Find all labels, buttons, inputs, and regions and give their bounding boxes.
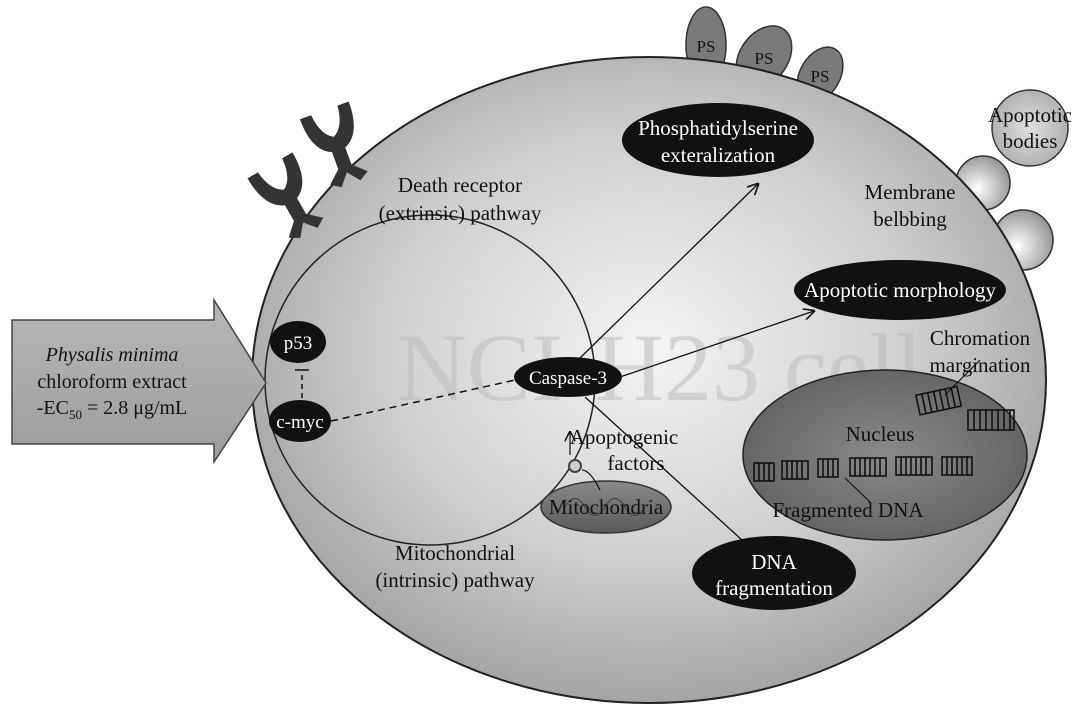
ps-label-1: PS	[697, 37, 716, 56]
arrow-to-dna-frag	[584, 396, 754, 551]
chromatin-dna-icon	[914, 385, 1015, 431]
apoptotic-bodies-line2: bodies	[1003, 129, 1058, 153]
mitochondrial-label-2: (intrinsic) pathway	[375, 568, 535, 592]
apoptogenic-factor-icon	[568, 459, 582, 473]
treatment-arrow-box: Physalis minima chloroform extract -EC50…	[11, 297, 267, 465]
ps-label-3: PS	[811, 67, 830, 86]
treatment-ec50: -EC50 = 2.8 μg/mL	[37, 397, 188, 422]
apoptogenic-label-2: factors	[607, 451, 664, 475]
arrow-to-morphology	[619, 311, 814, 378]
ps-label-2: PS	[755, 49, 774, 68]
membrane-label-1: Membrane	[865, 180, 956, 204]
nucleus: Nucleus	[742, 369, 1028, 541]
ps-ext-line2: exteralization	[661, 143, 776, 167]
arrow-to-ps-ext	[579, 184, 758, 359]
apoptotic-morphology-node: Apoptotic morphology	[794, 260, 1006, 320]
death-receptor-2-icon	[299, 101, 368, 188]
death-receptor-label-2: (extrinsic) pathway	[379, 201, 542, 225]
cmyc-caspase-link	[330, 377, 525, 422]
dna-frag-line2: fragmentation	[715, 576, 833, 600]
nucleus-label: Nucleus	[846, 422, 915, 446]
fragmented-dna-pointer	[844, 477, 871, 503]
caspase3-label: Caspase-3	[529, 368, 607, 389]
apoptogenic-label-1: Apoptogenic	[570, 425, 678, 449]
p53-label: p53	[284, 333, 313, 354]
death-receptor-1-icon	[247, 152, 324, 238]
ps-ext-line1: Phosphatidylserine	[638, 116, 798, 140]
fragmented-dna-label: Fragmented DNA	[772, 498, 924, 522]
ps-externalization-node: Phosphatidylserine exteralization	[622, 103, 814, 177]
apoptotic-bodies: Apoptotic bodies	[988, 89, 1072, 167]
p53-node: p53	[270, 321, 326, 363]
apoptotic-bodies-line1: Apoptotic	[988, 103, 1072, 127]
chromation-label-2: margination	[929, 353, 1031, 377]
treatment-name: Physalis minima	[45, 344, 179, 366]
dna-fragmentation-node: DNA fragmentation	[692, 536, 856, 610]
mitochondrial-label-1: Mitochondrial	[395, 541, 515, 565]
apoptotic-morphology-label: Apoptotic morphology	[804, 278, 996, 302]
treatment-extract: chloroform extract	[37, 371, 187, 393]
cmyc-label: c-myc	[276, 412, 323, 433]
apoptogenic-release-curve	[581, 469, 601, 491]
fragmented-dna-icon	[753, 456, 973, 482]
mitochondria-label: Mitochondria	[549, 495, 664, 519]
caspase3-node: Caspase-3	[514, 357, 622, 397]
chromation-label-1: Chromation	[930, 326, 1031, 350]
death-receptor-label-1: Death receptor	[398, 173, 522, 197]
ps-marker-3: PS	[796, 46, 844, 104]
cmyc-node: c-myc	[269, 400, 331, 442]
dna-frag-line1: DNA	[751, 550, 797, 574]
chromation-pointer	[944, 359, 981, 396]
mitochondria: Mitochondria	[540, 480, 672, 534]
membrane-label-2: belbbing	[873, 207, 947, 231]
